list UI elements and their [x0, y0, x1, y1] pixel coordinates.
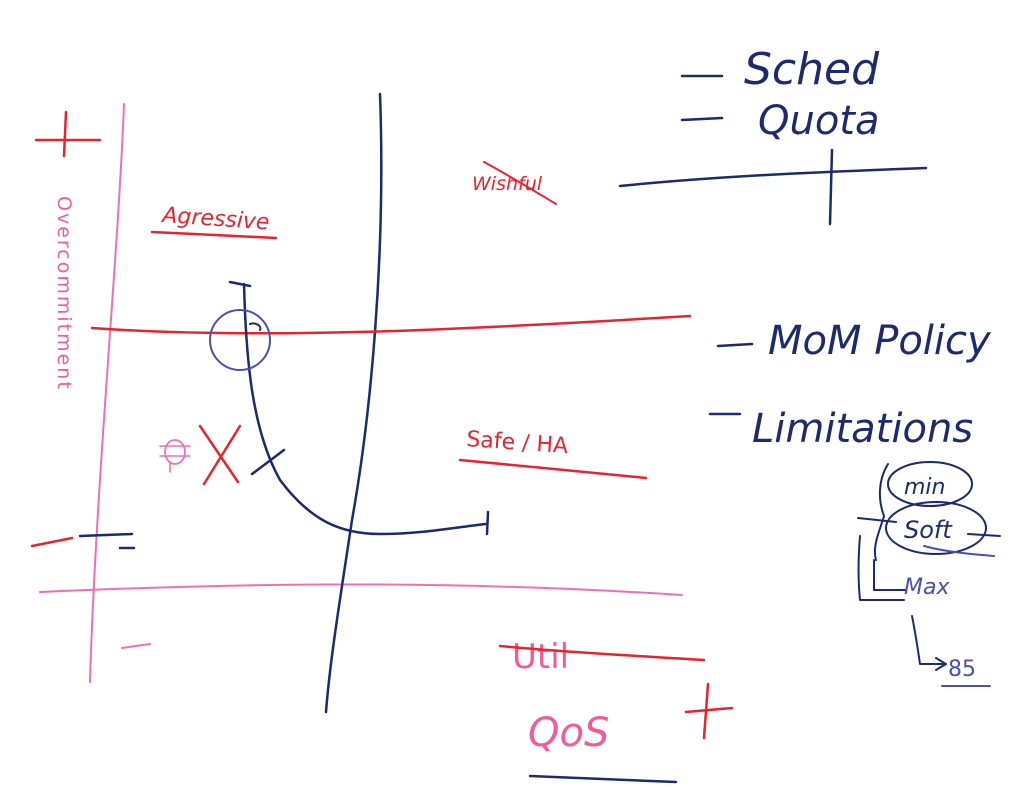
- note-quota: Quota: [758, 98, 880, 144]
- wishful-strike: [483, 161, 557, 205]
- limit-soft: Soft: [904, 516, 953, 544]
- quadrant-label-wishful: Wishful: [472, 173, 543, 195]
- pink-horizontal-axis: [39, 583, 683, 596]
- x-mark-blue: [250, 448, 286, 476]
- qos-underline: [528, 774, 678, 784]
- scribble-mark: [159, 439, 191, 473]
- minus-mark-bottom: [30, 532, 151, 649]
- overcommitment-label: Overcommitment: [53, 196, 75, 391]
- limit-value: 85: [948, 657, 976, 682]
- quadrant-label-safe-ha: Safe / HA: [466, 427, 569, 459]
- x-mark-red: [198, 424, 242, 486]
- note-limitations: Limitations: [752, 406, 973, 452]
- trajectory-curve: [242, 282, 488, 536]
- agressive-underline: [150, 230, 278, 240]
- quadrant-label-agressive: Agressive: [160, 203, 271, 236]
- blue-vertical-divider: [324, 92, 383, 714]
- limit-max: Max: [904, 575, 950, 600]
- pink-vertical-axis: [89, 103, 125, 683]
- util-strike: [498, 644, 706, 662]
- note-mom-policy: MoM Policy: [768, 318, 992, 364]
- intersection-circle: [209, 309, 271, 371]
- x-axis-label-qos: QoS: [528, 710, 609, 756]
- note-sched: Sched: [744, 44, 880, 95]
- safe-ha-underline: [458, 458, 648, 480]
- plus-mark-top: [34, 110, 102, 158]
- limit-tree: min Soft Max 85: [857, 461, 1001, 687]
- notes-separator: [618, 166, 928, 188]
- limit-min: min: [904, 475, 946, 500]
- x-axis-plus: [684, 682, 734, 740]
- red-horizontal-divider: [90, 314, 692, 335]
- x-axis-struck-label: Util: [512, 637, 569, 677]
